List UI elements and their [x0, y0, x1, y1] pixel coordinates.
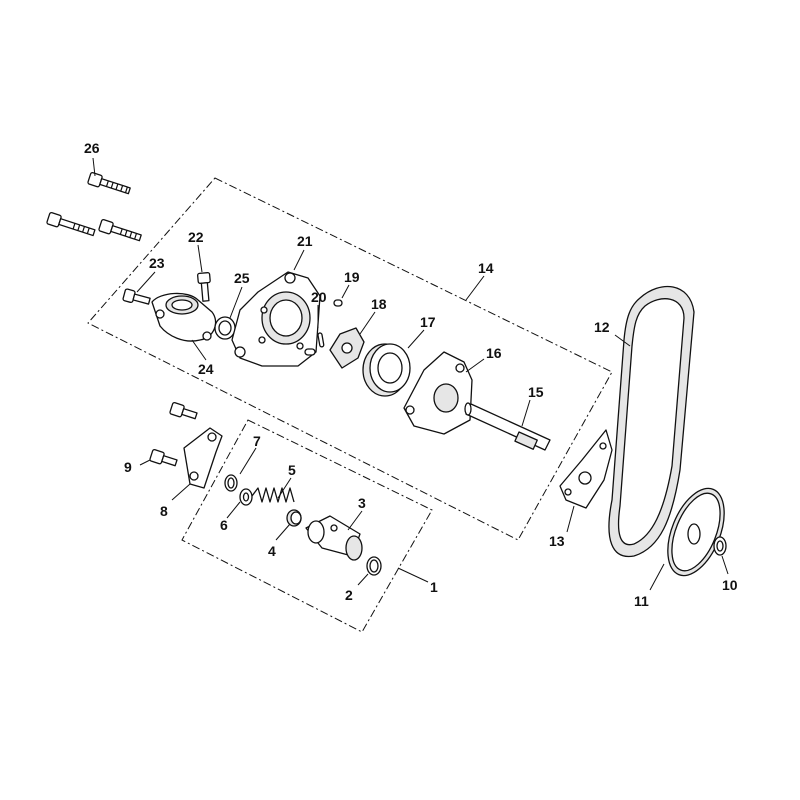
long-bolt-26[interactable] — [46, 172, 142, 243]
callout-16: 16 — [486, 345, 502, 361]
pump-body-21[interactable] — [231, 271, 321, 367]
spring-5[interactable] — [251, 487, 295, 503]
callout-12: 12 — [594, 319, 610, 335]
bolt-9[interactable] — [149, 402, 198, 468]
drive-plate-13[interactable] — [559, 429, 613, 509]
callout-19: 19 — [344, 269, 360, 285]
pin-19[interactable] — [333, 299, 343, 307]
outer-rotor-17[interactable] — [362, 343, 411, 397]
callout-22: 22 — [188, 229, 204, 245]
bracket-8[interactable] — [183, 427, 223, 489]
callout-20: 20 — [311, 289, 327, 305]
group-1-boundary — [181, 419, 433, 633]
callout-labels: 26 22 23 25 24 21 19 20 18 17 16 15 14 1… — [84, 140, 738, 609]
bolt-22[interactable] — [197, 272, 211, 302]
o-ring-2[interactable] — [366, 556, 382, 576]
group-14-boundary — [87, 177, 613, 541]
callout-17: 17 — [420, 314, 436, 330]
dowel-pin-20b[interactable] — [304, 348, 316, 356]
callout-15: 15 — [528, 384, 544, 400]
callout-1: 1 — [430, 579, 438, 595]
drive-chain-12[interactable] — [608, 285, 695, 558]
circlip-10[interactable] — [713, 536, 727, 556]
elbow-cover-24[interactable] — [151, 292, 217, 342]
callout-10: 10 — [722, 577, 738, 593]
callout-21: 21 — [297, 233, 313, 249]
callout-11: 11 — [634, 593, 649, 609]
callout-5: 5 — [288, 462, 296, 478]
valve-body-3[interactable] — [305, 515, 363, 561]
callout-24: 24 — [198, 361, 214, 377]
pump-cover-16[interactable] — [403, 351, 473, 435]
callout-26: 26 — [84, 140, 100, 156]
washer-6[interactable] — [239, 488, 253, 506]
callout-7: 7 — [253, 433, 261, 449]
callout-9: 9 — [124, 459, 132, 475]
callout-23: 23 — [149, 255, 165, 271]
callout-25: 25 — [234, 270, 250, 286]
callout-14: 14 — [478, 260, 494, 276]
circlip-7[interactable] — [224, 474, 238, 492]
inner-rotor-18[interactable] — [329, 327, 365, 369]
callout-4: 4 — [268, 543, 276, 559]
callout-13: 13 — [549, 533, 565, 549]
callout-8: 8 — [160, 503, 168, 519]
o-ring-25[interactable] — [214, 316, 236, 340]
dowel-pin-20[interactable] — [317, 332, 325, 348]
callout-18: 18 — [371, 296, 387, 312]
bolt-23[interactable] — [122, 288, 151, 307]
callout-2: 2 — [345, 587, 353, 603]
callout-3: 3 — [358, 495, 366, 511]
callout-6: 6 — [220, 517, 228, 533]
plunger-4[interactable] — [286, 509, 302, 527]
leader-lines — [92, 157, 729, 591]
pump-shaft-15[interactable] — [464, 402, 551, 451]
